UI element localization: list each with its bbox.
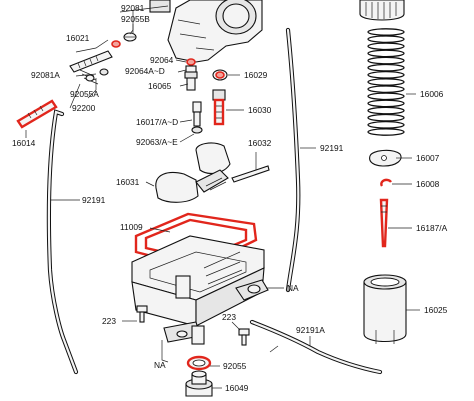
part-92191-hose-right <box>285 27 301 293</box>
leader-lines <box>25 11 420 389</box>
spring-coil <box>367 106 405 115</box>
part-92191-hose-left <box>46 109 79 375</box>
label-92063: 92063/A~E <box>136 137 178 147</box>
label-16029: 16029 <box>244 70 268 80</box>
label-92055A: 92055A <box>70 89 99 99</box>
label-92191-left: 92191 <box>82 195 106 205</box>
part-92055B-oring <box>111 40 121 48</box>
spring-coil <box>367 56 405 65</box>
part-labels: 92081 92055B 16021 92081A 92064 92064A~D… <box>12 3 448 393</box>
label-92055: 92055 <box>223 361 247 371</box>
label-92064: 92064 <box>150 55 174 65</box>
part-top-cap <box>359 0 405 21</box>
label-16006: 16006 <box>420 89 444 99</box>
spring-coil <box>367 63 405 72</box>
part-16014-air-screw <box>16 99 58 129</box>
label-92064A: 92064A~D <box>125 66 165 76</box>
spring-coil <box>367 49 405 58</box>
label-92081: 92081 <box>121 3 145 13</box>
part-16006-spring <box>367 28 405 136</box>
label-16032: 16032 <box>248 138 272 148</box>
part-223-screw-right <box>238 328 250 346</box>
part-16032-rod <box>231 165 270 183</box>
label-16007: 16007 <box>416 153 440 163</box>
carburetor-body <box>119 0 263 63</box>
part-92081-spring <box>123 32 137 42</box>
label-92081A: 92081A <box>31 70 60 80</box>
label-na-1: NA <box>287 283 299 293</box>
part-16021-pilot-screw <box>69 50 113 73</box>
part-11009-gasket <box>134 212 258 270</box>
part-16049-drain-plug <box>185 370 213 397</box>
spring-coil <box>367 121 405 129</box>
label-92191A: 92191A <box>296 325 325 335</box>
spring-coil <box>367 128 405 136</box>
spring-coil <box>367 42 405 51</box>
label-16049: 16049 <box>225 383 249 393</box>
part-92063-washer <box>191 126 203 134</box>
label-11009: 11009 <box>120 222 143 232</box>
label-16031: 16031 <box>116 177 140 187</box>
spring-coil <box>367 71 405 79</box>
part-16017-pilot-jet <box>192 101 202 127</box>
label-16065: 16065 <box>148 81 172 91</box>
label-92055B: 92055B <box>121 14 150 24</box>
spring-coil <box>367 28 405 36</box>
part-92064-oring <box>186 58 196 66</box>
spring-coil <box>367 35 405 43</box>
part-16031-float <box>155 142 231 203</box>
part-16030-main-jet <box>212 89 226 126</box>
part-16065-needle-jet <box>184 71 198 91</box>
part-16025-throttle-valve <box>363 274 407 344</box>
part-92200-washer <box>85 74 95 82</box>
part-92191A-hose <box>249 319 383 375</box>
spring-coil <box>367 78 405 86</box>
label-16030: 16030 <box>248 105 272 115</box>
label-16008: 16008 <box>416 179 440 189</box>
spring-coil <box>367 85 405 93</box>
label-16021: 16021 <box>66 33 90 43</box>
spring-coil <box>367 99 405 108</box>
part-16007-plate <box>369 149 402 167</box>
label-16025: 16025 <box>424 305 448 315</box>
spring-coil <box>367 92 405 101</box>
label-223-left: 223 <box>102 316 116 326</box>
part-223-screw-left <box>136 305 148 323</box>
label-16017: 16017/A~D <box>136 117 178 127</box>
part-92055A-oring <box>99 68 109 76</box>
label-92200: 92200 <box>72 103 96 113</box>
part-92055-oring <box>186 355 212 371</box>
float-bowl <box>131 235 269 345</box>
label-16187: 16187/A <box>416 223 448 233</box>
label-92191-top: 92191 <box>320 143 344 153</box>
part-16029-nut <box>212 69 228 81</box>
spring-coil <box>367 113 405 122</box>
part-16008-clip <box>380 178 392 187</box>
label-16014: 16014 <box>12 138 36 148</box>
part-16187-needle <box>379 198 389 248</box>
label-na-2: NA <box>154 360 166 370</box>
label-223-right: 223 <box>222 312 236 322</box>
